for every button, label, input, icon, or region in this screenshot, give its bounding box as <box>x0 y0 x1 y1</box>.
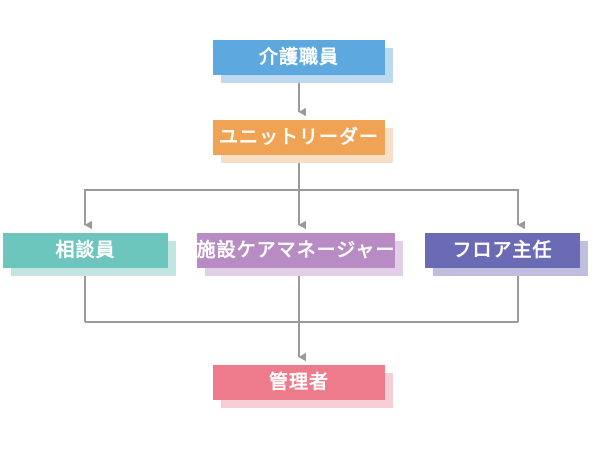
node-kanrisha[interactable]: 管理者 <box>213 365 385 400</box>
node-label-floor-shunin: フロア主任 <box>452 239 553 261</box>
node-label-soudan-in: 相談員 <box>55 239 116 261</box>
node-label-unit-leader: ユニットリーダー <box>218 126 379 148</box>
connector-row3-to-kanrisha <box>84 272 519 362</box>
node-label-kanrisha: 管理者 <box>268 371 329 393</box>
node-label-kaigo-shokuin: 介護職員 <box>258 46 339 68</box>
node-shisetsu-care-manager[interactable]: 施設ケアマネージャー <box>197 233 395 268</box>
node-unit-leader[interactable]: ユニットリーダー <box>213 120 385 155</box>
node-floor-shunin[interactable]: フロア主任 <box>425 233 580 268</box>
node-kaigo-shokuin[interactable]: 介護職員 <box>213 40 385 75</box>
node-label-shisetsu-care-manager: 施設ケアマネージャー <box>196 239 396 261</box>
node-soudan-in[interactable]: 相談員 <box>3 233 168 268</box>
